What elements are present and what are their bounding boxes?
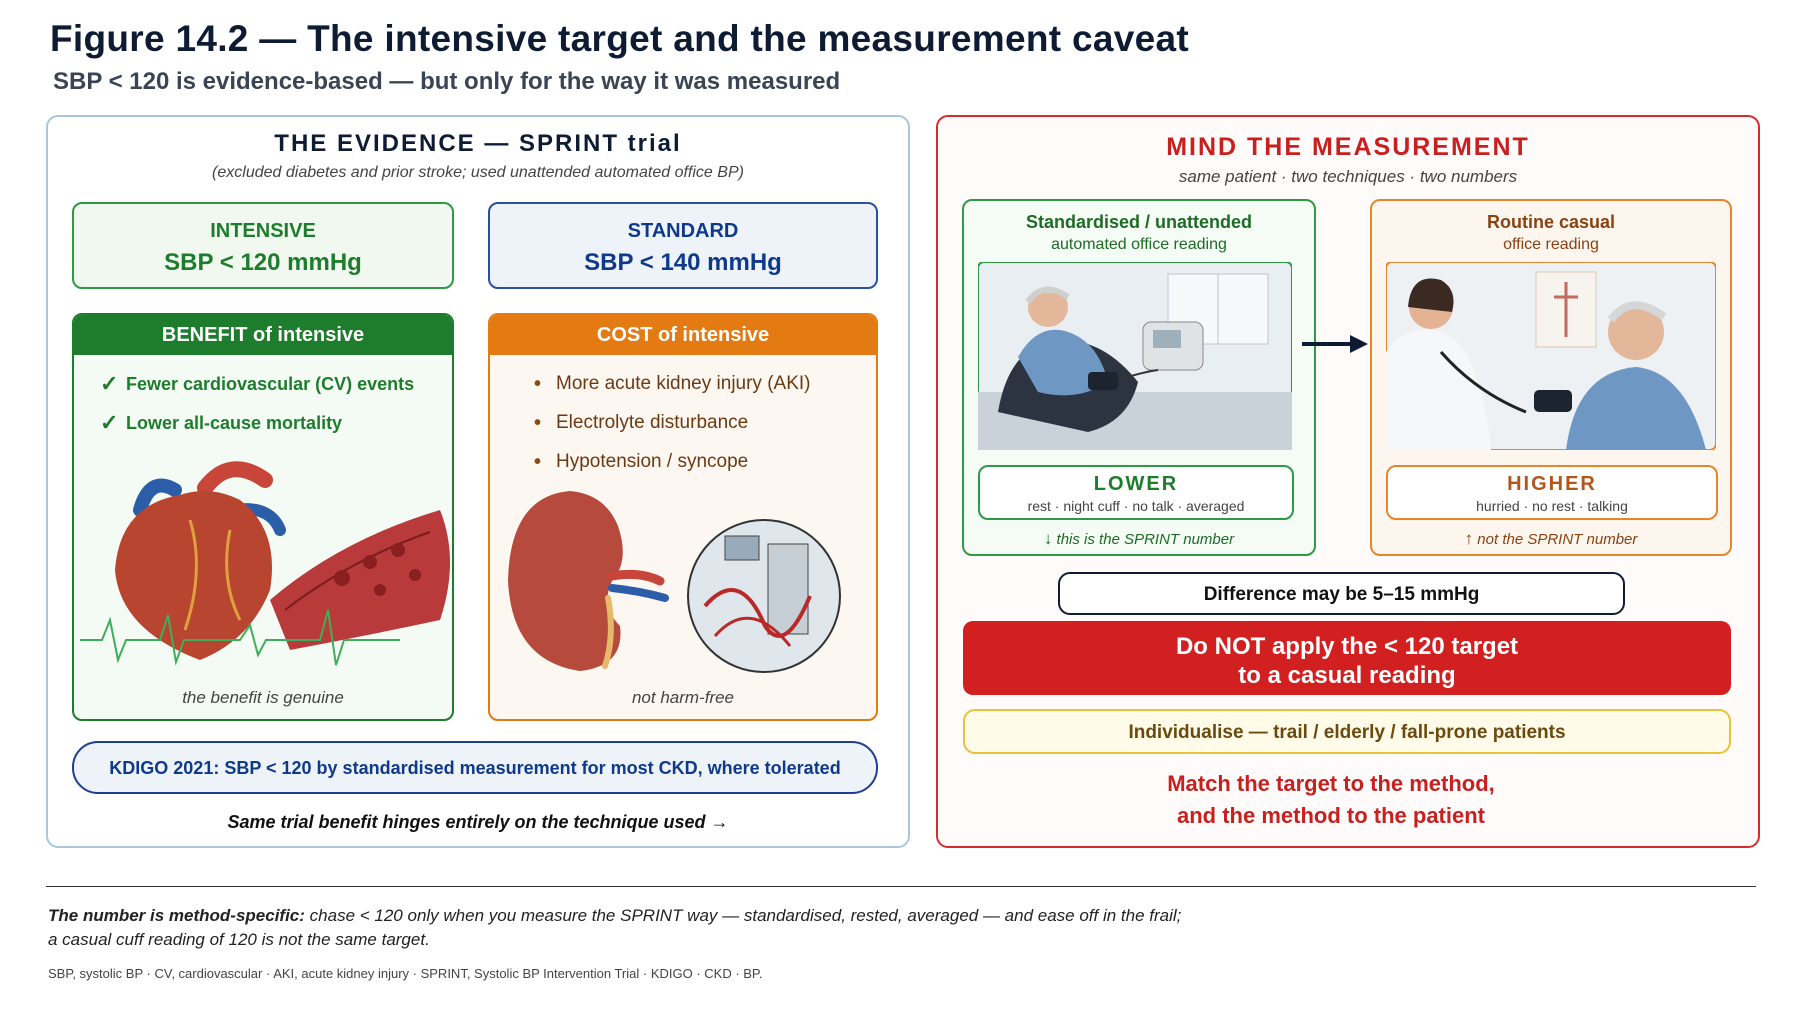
match-line-1: Match the target to the method,	[1167, 771, 1495, 796]
patient-head-2	[1608, 304, 1664, 360]
benefit-item: ✓ Fewer cardiovascular (CV) events	[100, 371, 415, 396]
bp-cuff	[1088, 372, 1118, 390]
benefit-caption: the benefit is genuine	[182, 688, 344, 707]
footnote-line-1: The number is method-specific: chase < 1…	[48, 906, 1748, 926]
benefit-item: ✓ Lower all-cause mortality	[100, 410, 343, 435]
bullet-icon: •	[534, 411, 542, 434]
bullet-icon: •	[534, 372, 542, 395]
arrow-down-icon: ↓	[1043, 529, 1053, 548]
kdigo-banner: KDIGO 2021: SBP < 120 by standardised me…	[72, 741, 878, 794]
clinician-coat	[1386, 329, 1491, 450]
standard-label: STANDARD	[627, 220, 739, 242]
footnote-lead: The number is method-specific:	[48, 906, 305, 925]
individualise-box: Individualise — trail / elderly / fall-p…	[963, 709, 1731, 754]
cost-item: • Hypotension / syncope	[534, 450, 749, 473]
standard-card: STANDARD SBP < 140 mmHg	[488, 202, 878, 289]
evidence-heading: THE EVIDENCE — SPRINT trial	[274, 130, 682, 157]
lower-label: LOWER	[1093, 473, 1179, 495]
routine-sub: office reading	[1503, 236, 1599, 253]
dialysis-machine-circle	[687, 519, 841, 673]
artery-shape	[270, 510, 450, 650]
benefit-list: ✓ Fewer cardiovascular (CV) events ✓ Low…	[100, 371, 440, 435]
lower-result-box: LOWER rest · night cuff · no talk · aver…	[978, 465, 1294, 520]
measurement-note: same patient · two techniques · two numb…	[1178, 167, 1518, 186]
heart-shape	[115, 491, 272, 660]
patient-shirt	[1018, 329, 1108, 396]
higher-result-box: HIGHER hurried · no rest · talking	[1386, 465, 1718, 520]
cost-list: • More acute kidney injury (AKI) • Elect…	[534, 372, 874, 474]
figure-title: Figure 14.2 — The intensive target and t…	[50, 18, 1189, 59]
heart-artery-illustration	[80, 461, 450, 666]
match-line-2: and the method to the patient	[1177, 803, 1485, 828]
measurement-heading: MIND THE MEASUREMENT	[1166, 133, 1530, 161]
intensive-label: INTENSIVE	[210, 220, 316, 242]
not-sprint-number-caption: ↑ not the SPRINT number	[1464, 529, 1638, 548]
figure-subtitle: SBP < 120 is evidence-based — but only f…	[53, 68, 841, 95]
bp-cuff-2	[1534, 390, 1572, 412]
stethoscope	[1439, 351, 1527, 414]
cost-caption: not harm-free	[631, 688, 735, 707]
warning-line-1: Do NOT apply the < 120 target	[1175, 633, 1519, 660]
intensive-card: INTENSIVE SBP < 120 mmHg	[72, 202, 454, 289]
warning-line-2: to a casual reading	[1238, 662, 1456, 689]
patient-shirt-2	[1566, 367, 1706, 450]
ecg-trace	[80, 609, 400, 666]
kdigo-text: KDIGO 2021: SBP < 120 by standardised me…	[109, 758, 841, 778]
warning-banner: Do NOT apply the < 120 target to a casua…	[963, 621, 1731, 695]
standard-value: SBP < 140 mmHg	[584, 249, 782, 276]
casual-measurement-photo	[1386, 262, 1716, 450]
difference-box: Difference may be 5–15 mmHg	[1058, 572, 1625, 615]
bullet-icon: •	[534, 450, 542, 473]
footer-divider	[46, 886, 1756, 887]
lower-detail: rest · night cuff · no talk · averaged	[1027, 498, 1245, 514]
kidney-shape	[508, 491, 623, 671]
intensive-value: SBP < 120 mmHg	[164, 249, 362, 276]
standardised-title: Standardised / unattended	[1025, 212, 1253, 232]
check-icon: ✓	[100, 410, 119, 435]
cost-item: • More acute kidney injury (AKI)	[534, 372, 811, 395]
footnote-line-2: a casual cuff reading of 120 is not the …	[48, 930, 430, 949]
arrow-up-icon: ↑	[1464, 529, 1474, 548]
cost-header: COST of intensive	[490, 315, 876, 355]
footnote-text-1: chase < 120 only when you measure the SP…	[304, 906, 1182, 925]
higher-label: HIGHER	[1507, 473, 1597, 495]
individualise-text: Individualise — trail / elderly / fall-p…	[1128, 722, 1566, 743]
routine-title: Routine casual	[1486, 212, 1616, 232]
patient-head	[1028, 287, 1068, 327]
kidney-dialysis-illustration	[508, 491, 841, 673]
higher-detail: hurried · no rest · talking	[1476, 498, 1628, 514]
abbreviations: SBP, systolic BP · CV, cardiovascular · …	[48, 966, 763, 981]
evidence-footer-note: Same trial benefit hinges entirely on th…	[227, 812, 729, 832]
cost-item: • Electrolyte disturbance	[534, 411, 749, 434]
benefit-header: BENEFIT of intensive	[74, 315, 452, 355]
standardised-sub: automated office reading	[1051, 236, 1227, 253]
arrow-right-icon	[1302, 335, 1368, 353]
check-icon: ✓	[100, 371, 119, 396]
difference-text: Difference may be 5–15 mmHg	[1203, 584, 1480, 605]
unattended-measurement-photo	[978, 262, 1292, 450]
sprint-number-caption: ↓ this is the SPRINT number	[1043, 529, 1235, 548]
evidence-note: (excluded diabetes and prior stroke; use…	[212, 164, 744, 181]
